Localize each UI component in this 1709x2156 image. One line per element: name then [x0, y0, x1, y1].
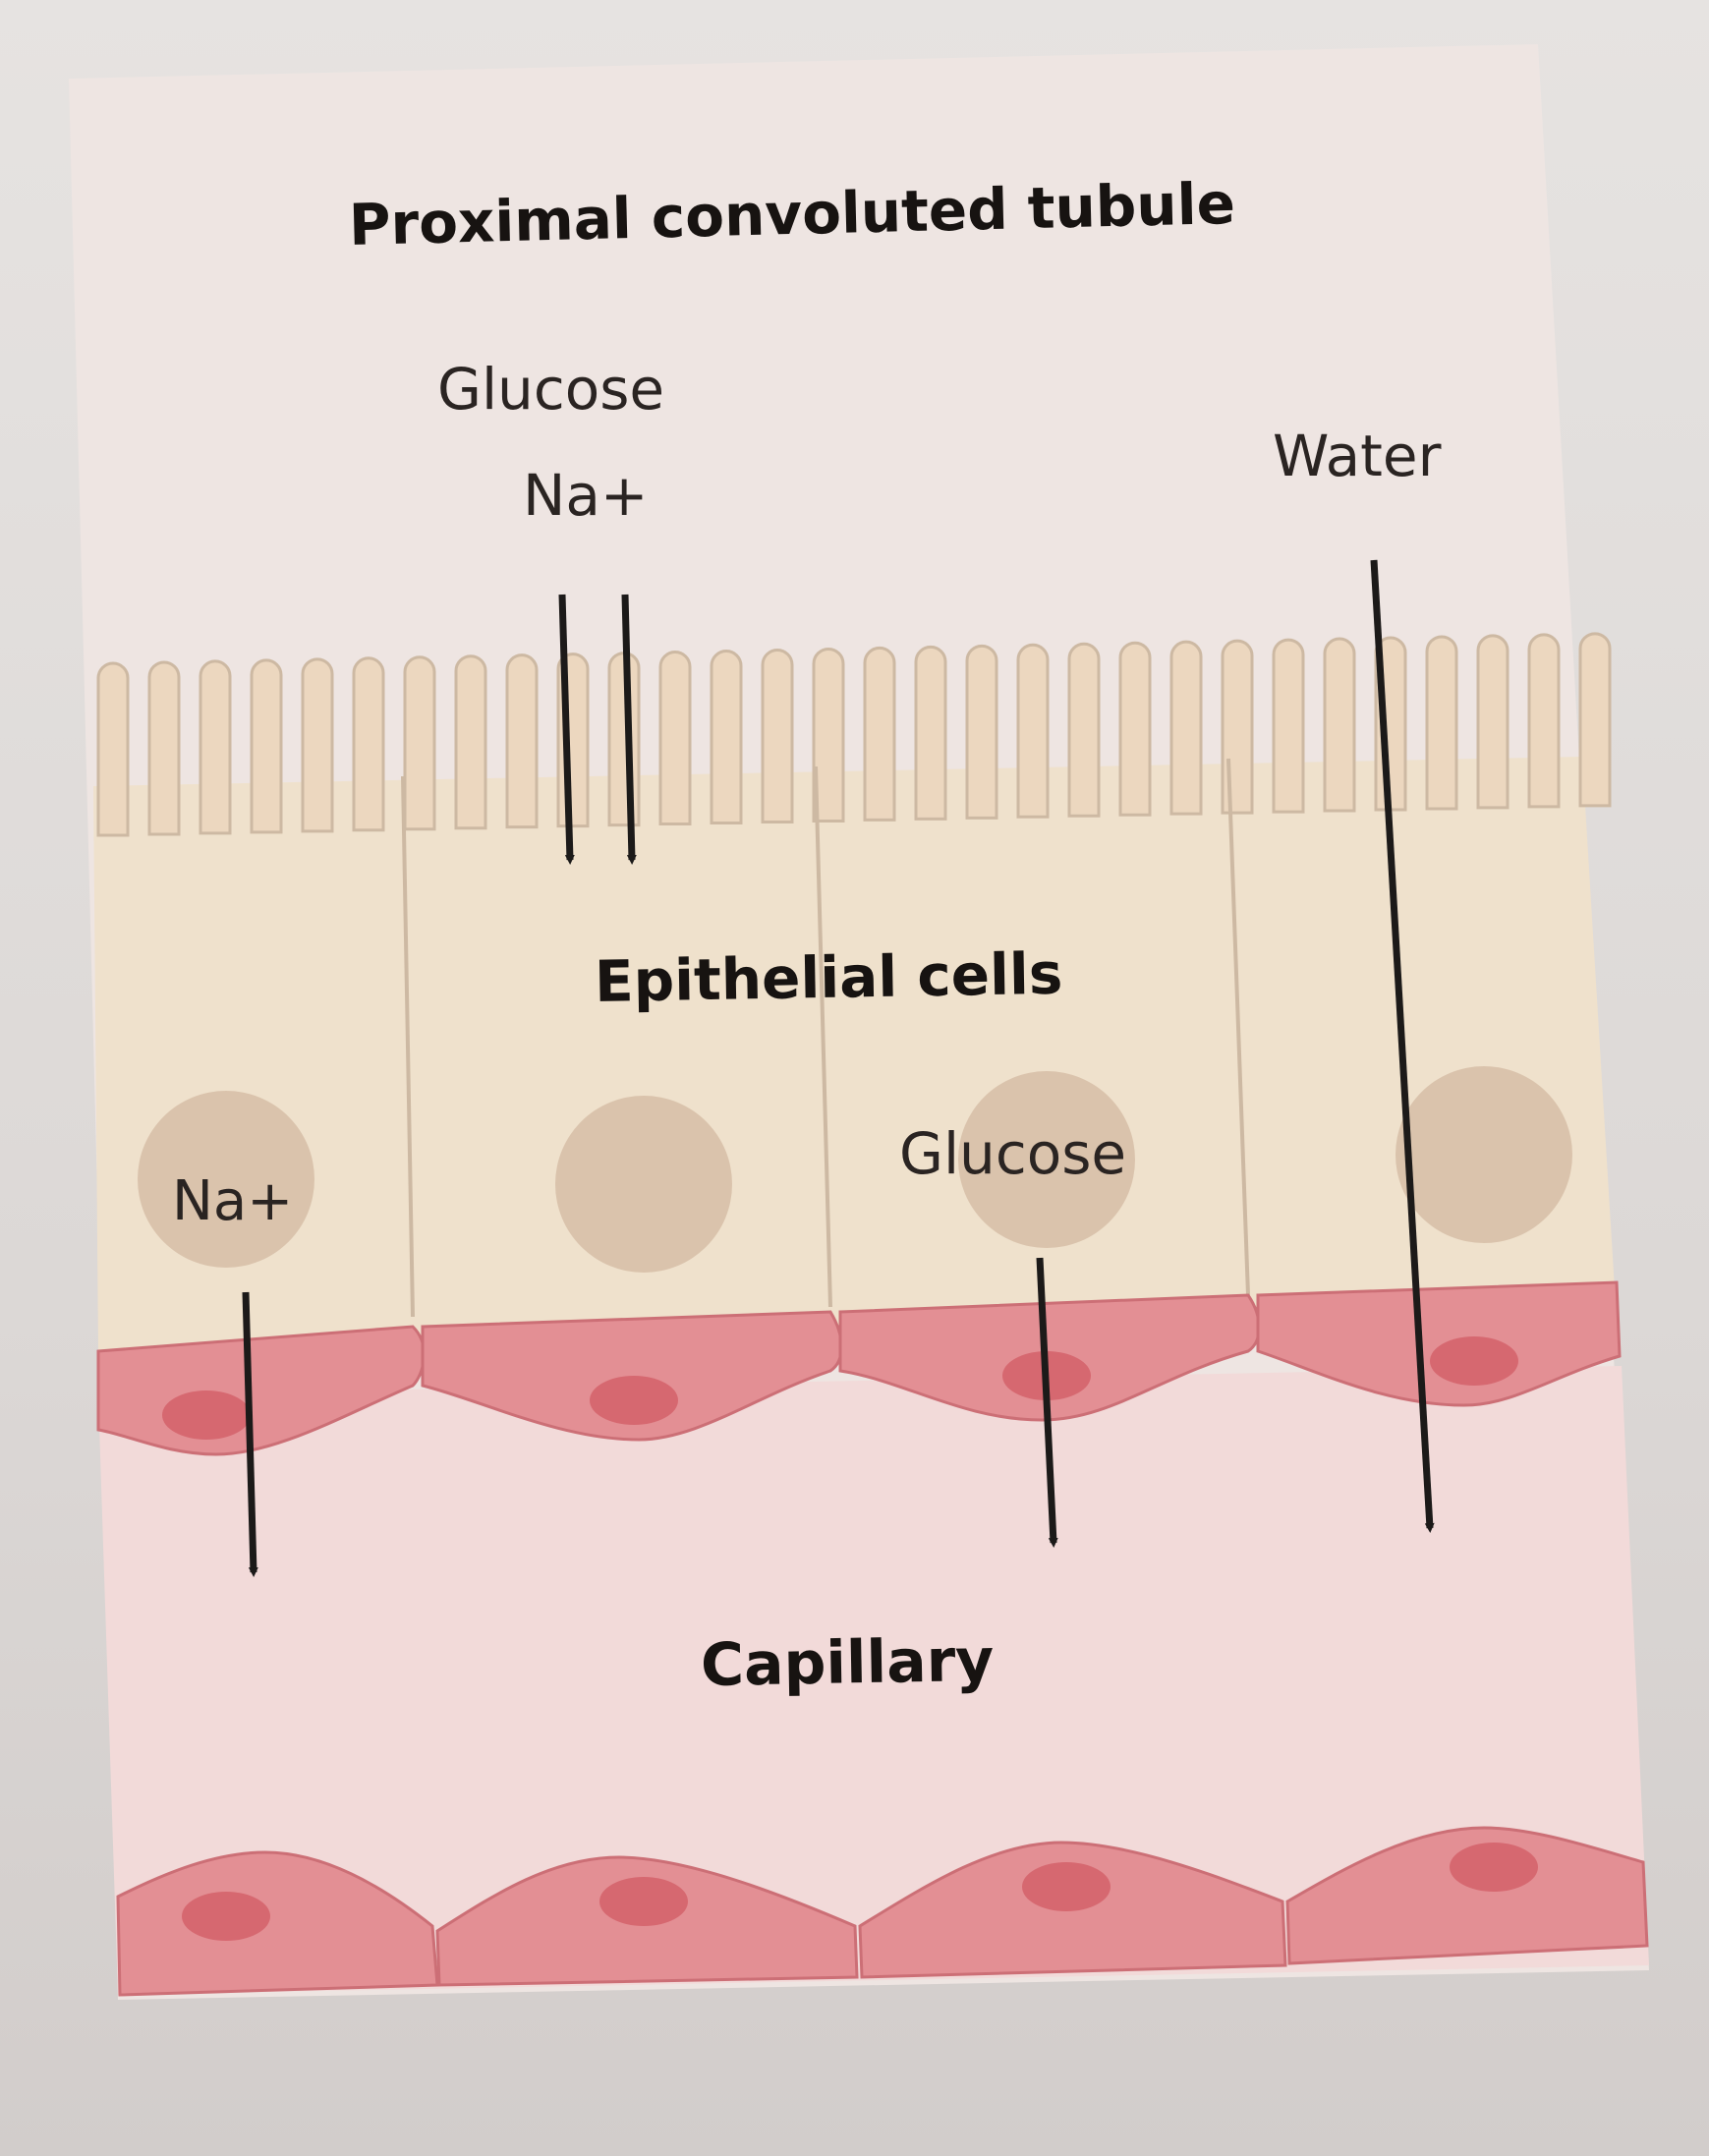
microvillus: [1578, 632, 1612, 808]
microvilli-brush-border: [96, 632, 1612, 837]
epithelial-nuclei: [138, 1066, 1572, 1273]
microvillus: [1527, 633, 1561, 809]
microvillus: [1067, 642, 1101, 818]
microvillus: [658, 651, 692, 826]
microvillus: [250, 658, 283, 834]
label-sodium-cell: Na+: [172, 1169, 294, 1233]
microvillus: [1425, 635, 1458, 811]
microvillus: [1016, 643, 1050, 819]
microvillus: [1118, 641, 1152, 817]
label-water: Water: [1273, 423, 1442, 489]
nucleus: [958, 1071, 1135, 1248]
endothelial-nucleus: [1022, 1862, 1111, 1911]
label-glucose-cell: Glucose: [899, 1120, 1127, 1187]
microvillus: [454, 654, 487, 830]
microvillus: [863, 646, 896, 822]
microvillus: [710, 650, 743, 825]
capillary-wall-bottom: [116, 1826, 1649, 1997]
arrow-na-to-capillary: [242, 1291, 258, 1577]
nucleus: [555, 1096, 732, 1273]
nucleus: [1396, 1066, 1572, 1243]
microvillus: [1221, 639, 1254, 815]
arrow-glucose-to-capillary: [1036, 1257, 1058, 1548]
microvillus: [1169, 640, 1203, 816]
endothelial-nucleus: [1430, 1336, 1518, 1386]
arrow-na-into-cell: [621, 594, 637, 865]
label-capillary: Capillary: [700, 1625, 995, 1700]
microvillus: [761, 649, 794, 823]
cell-borders: [401, 758, 1250, 1318]
microvillus: [965, 644, 998, 820]
microvillus: [352, 656, 385, 832]
capillary-wall-top: [96, 1280, 1622, 1456]
capillary-lumen: [98, 1366, 1649, 1995]
label-epithelial-cells: Epithelial cells: [594, 939, 1063, 1015]
arrow-glucose-into-cell: [558, 594, 575, 865]
label-glucose-lumen: Glucose: [437, 356, 665, 423]
endothelial-nucleus: [182, 1892, 270, 1941]
microvillus: [812, 648, 845, 823]
microvillus: [147, 660, 181, 836]
microvillus: [1323, 637, 1356, 813]
microvillus: [96, 661, 130, 837]
microvillus: [1272, 638, 1305, 814]
label-sodium-lumen: Na+: [523, 462, 649, 529]
endothelial-nucleus: [590, 1376, 678, 1425]
endothelial-nucleus: [162, 1390, 251, 1440]
microvillus: [505, 653, 539, 829]
endothelial-nucleus: [599, 1877, 688, 1926]
endothelial-nucleus: [1450, 1843, 1538, 1892]
microvillus: [1476, 634, 1510, 810]
microvillus: [403, 655, 436, 831]
transport-arrows: [242, 559, 1435, 1577]
epithelial-layer: [93, 757, 1617, 1351]
microvillus: [199, 659, 232, 835]
arrow-water-to-capillary: [1370, 559, 1435, 1533]
microvillus: [914, 645, 947, 821]
nucleus: [138, 1091, 314, 1268]
microvillus: [301, 657, 334, 833]
